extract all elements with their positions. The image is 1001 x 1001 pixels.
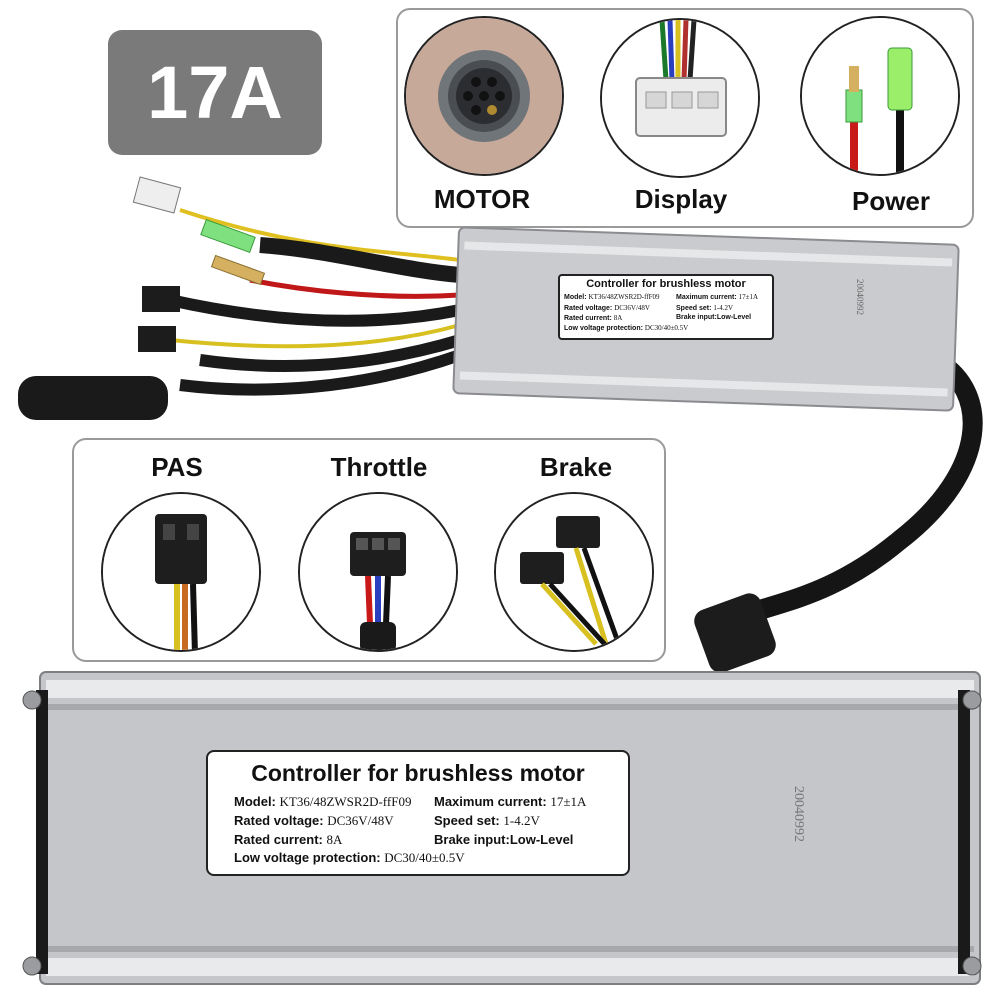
small-lowvolt-key: Low voltage protection: — [564, 325, 643, 332]
throttle-label: Throttle — [330, 452, 428, 482]
max-current-value: 17±1A — [550, 794, 587, 809]
current-rating-badge: 17A — [108, 30, 322, 155]
spec-label-title: Controller for brushless motor — [251, 760, 585, 786]
small-brake-value: Low-Level — [716, 314, 752, 321]
small-lowvolt-value: DC30/40±0.5V — [644, 324, 689, 332]
brake-label: Brake — [539, 452, 613, 482]
brake-connector-icon — [496, 494, 652, 650]
small-current-key: Rated current: — [564, 315, 612, 322]
display-connector-icon — [602, 20, 758, 176]
model-key: Model: — [234, 794, 276, 809]
rated-voltage-key: Rated voltage: — [234, 813, 324, 828]
brake-input-value: Low-Level — [509, 832, 574, 847]
small-current-value: 8A — [613, 314, 623, 322]
controller-with-cables-photo — [18, 176, 983, 673]
max-current-key: Maximum current: — [434, 794, 547, 809]
motor-connector-icon — [406, 18, 562, 174]
small-serial-number: 20040992 — [855, 279, 865, 315]
small-model-key: Model: — [564, 294, 587, 301]
small-maxcur-value: 17±1A — [738, 293, 759, 301]
power-connector-icon — [802, 18, 958, 174]
controller-spec-label: Controller for brushless motor Model: KT… — [206, 750, 630, 876]
display-connector-photo — [600, 18, 760, 178]
small-voltage-key: Rated voltage: — [564, 305, 613, 312]
speed-set-value: 1-4.2V — [503, 813, 540, 828]
throttle-connector-photo — [298, 492, 458, 652]
low-voltage-value: DC30/40±0.5V — [384, 850, 465, 865]
small-speed-key: Speed set: — [676, 305, 712, 312]
rated-current-value: 8A — [326, 832, 343, 847]
speed-set-key: Speed set: — [434, 813, 500, 828]
brake-connector-photo — [494, 492, 654, 652]
serial-number: 20040992 — [791, 786, 806, 842]
brake-input-key: Brake input: — [434, 832, 510, 847]
pas-connector-icon — [103, 494, 259, 650]
small-model-value: KT36/48ZWSR2D-ffF09 — [588, 293, 660, 301]
throttle-connector-icon — [300, 494, 456, 650]
small-speed-value: 1-4.2V — [713, 304, 733, 312]
rated-current-key: Rated current: — [234, 832, 323, 847]
low-voltage-key: Low voltage protection: — [234, 850, 381, 865]
rated-voltage-value: DC36V/48V — [327, 813, 394, 828]
small-brake-key: Brake input: — [676, 314, 717, 321]
pas-connector-photo — [101, 492, 261, 652]
small-voltage-value: DC36V/48V — [614, 304, 650, 312]
motor-label: MOTOR — [433, 184, 531, 214]
pas-label: PAS — [151, 452, 203, 482]
model-value: KT36/48ZWSR2D-ffF09 — [279, 794, 412, 809]
motor-connector-photo — [404, 16, 564, 176]
small-label-title: Controller for brushless motor — [586, 278, 746, 290]
display-label: Display — [634, 184, 728, 214]
small-controller-label: Controller for brushless motor Model: KT… — [558, 274, 774, 340]
small-maxcur-key: Maximum current: — [676, 294, 737, 301]
power-label: Power — [851, 186, 931, 216]
power-connector-photo — [800, 16, 960, 176]
